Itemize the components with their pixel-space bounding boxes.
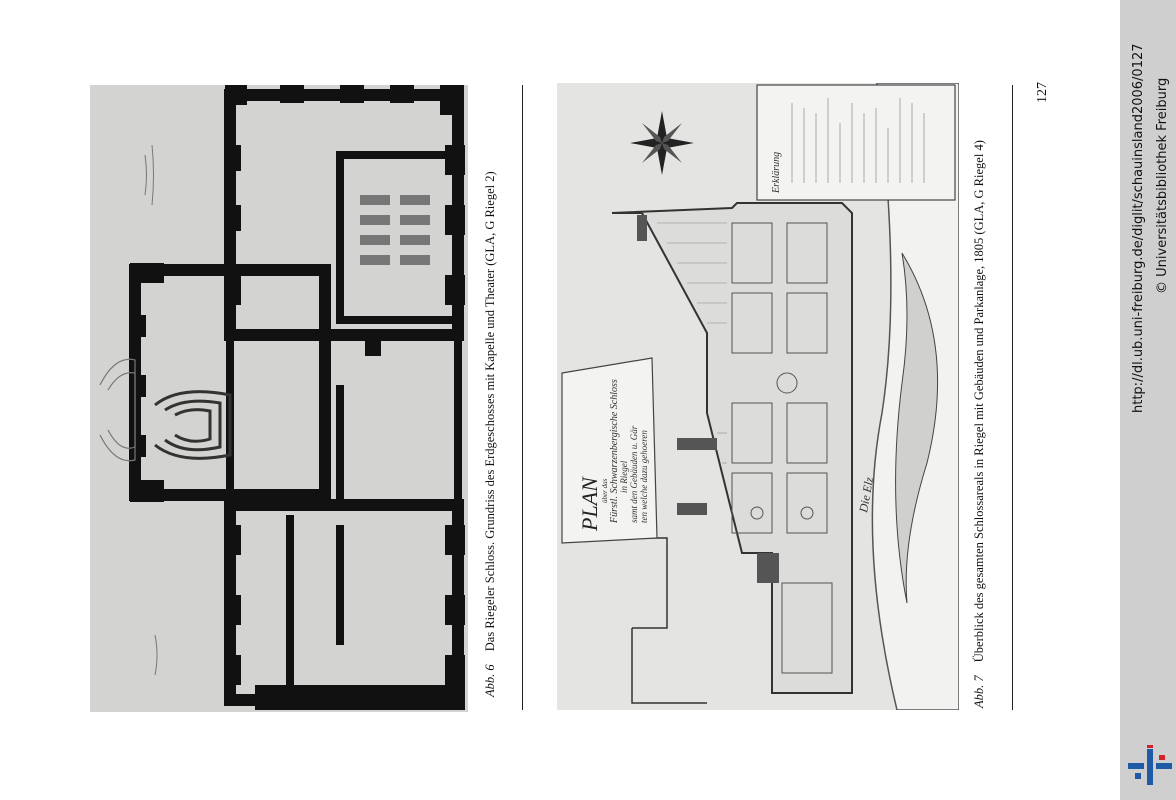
- site-plan-image: Die Elz: [557, 83, 959, 710]
- library-logo-icon: [1128, 745, 1172, 785]
- column-divider: [522, 85, 523, 710]
- figure-6-label: Abb. 6: [483, 664, 497, 697]
- legend-title: Erklärung: [771, 152, 782, 194]
- document-page: Abb. 6 Das Riegeler Schloss. Grundriss d…: [90, 82, 1050, 712]
- figure-7-text: Überblick des gesamten Schlossareals in …: [972, 140, 986, 663]
- floor-plan-image: [90, 85, 468, 712]
- figure-6-caption: Abb. 6 Das Riegeler Schloss. Grundriss d…: [483, 171, 498, 697]
- figure-site-plan: Die Elz: [557, 83, 959, 710]
- page-number: 127: [1035, 82, 1050, 103]
- figure-7-label: Abb. 7: [972, 675, 986, 708]
- copyright-notice: © Universitätsbibliothek Freiburg: [1155, 77, 1170, 294]
- plan-subtitle-5: ten welche dazu gehoeren: [639, 430, 649, 523]
- page-margin-rule: [1012, 85, 1013, 710]
- plan-subtitle-2: Fürstl. Schwarzenbergische Schloss: [609, 379, 620, 524]
- source-url-link[interactable]: http://dl.ub.uni-freiburg.de/diglit/scha…: [1131, 43, 1146, 413]
- compass-rose-icon: [630, 111, 694, 175]
- library-sidebar: [1120, 0, 1176, 800]
- figure-7-caption: Abb. 7 Überblick des gesamten Schlossare…: [972, 140, 987, 708]
- figure-floor-plan: [90, 85, 468, 712]
- figure-6-text: Das Riegeler Schloss. Grundriss des Erdg…: [483, 171, 497, 652]
- plan-title: PLAN: [577, 476, 602, 532]
- plan-subtitle-4: samt den Gebäuden u. Gär: [629, 425, 639, 523]
- river-label: Die Elz: [856, 476, 876, 515]
- plan-subtitle-1: über das: [601, 478, 609, 503]
- plan-subtitle-3: in Riegel: [619, 460, 629, 493]
